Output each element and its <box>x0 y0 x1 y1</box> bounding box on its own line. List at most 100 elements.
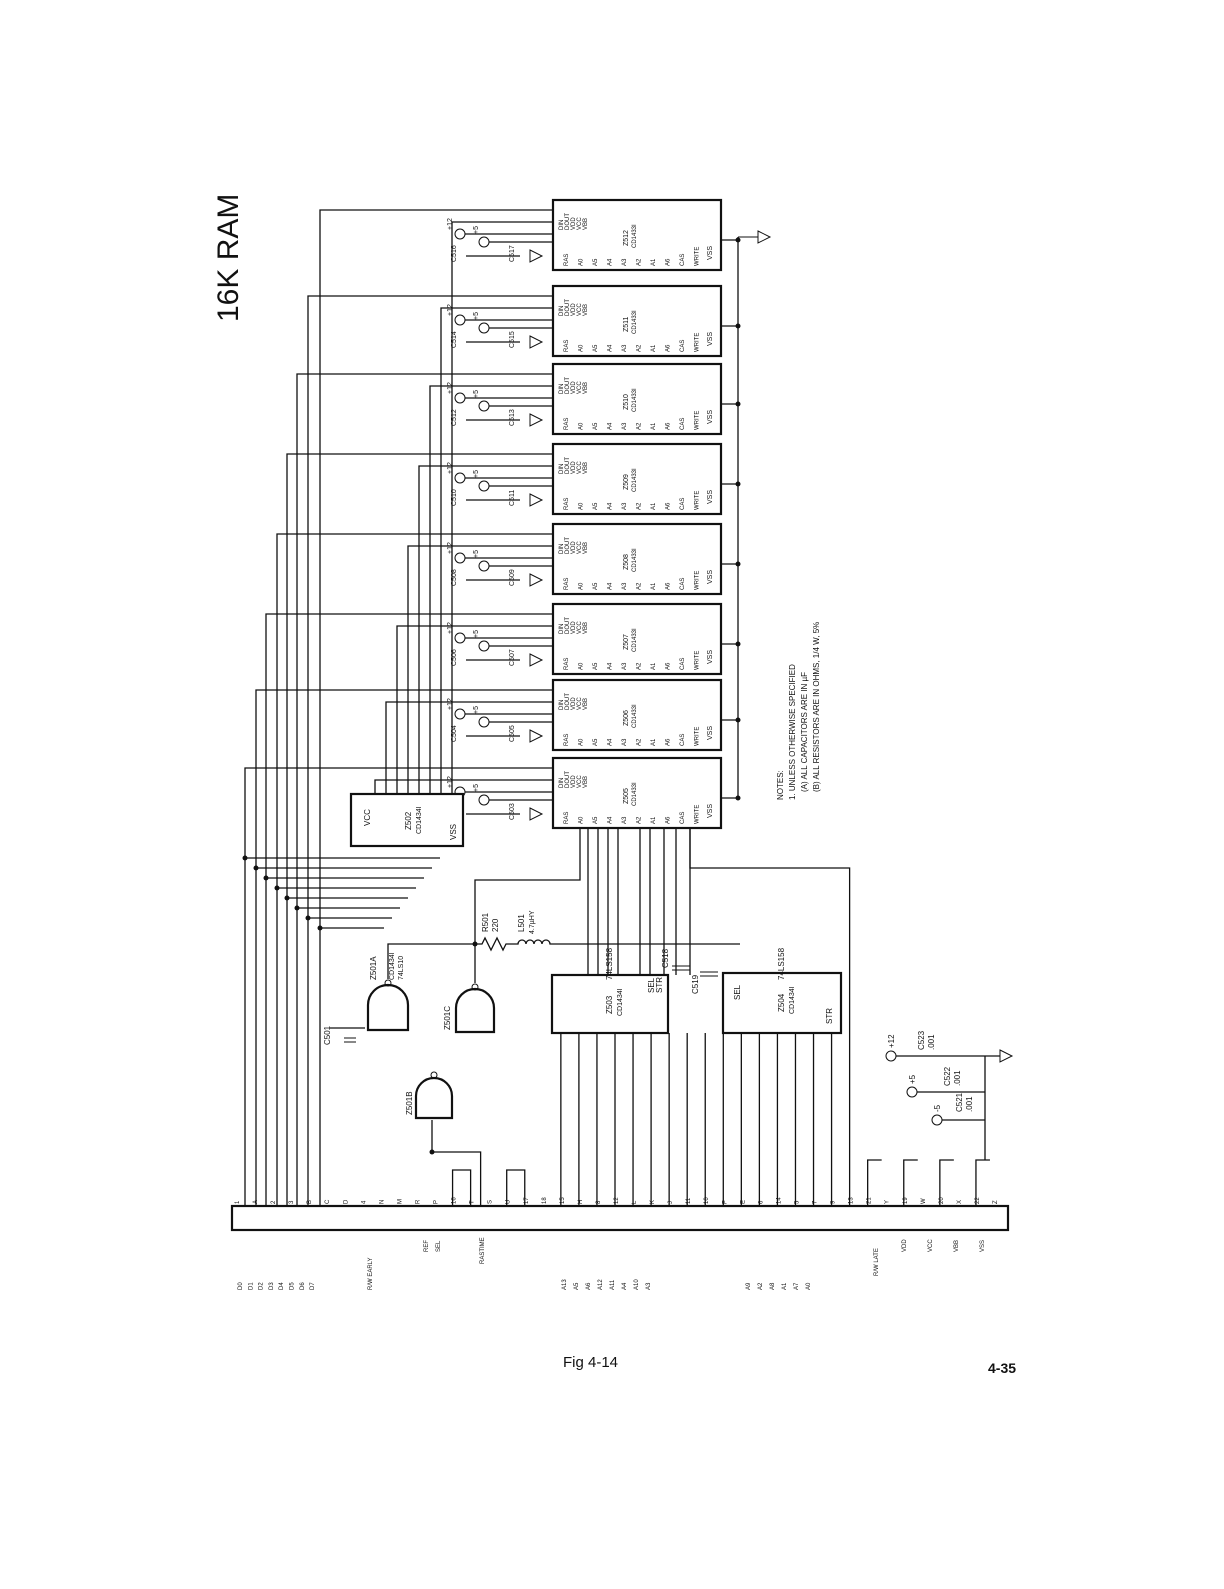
ram-pin-label: A6 <box>666 582 672 590</box>
gate-a-alt: 74LS10 <box>398 956 405 980</box>
gate-c-output-wire <box>474 828 581 983</box>
connector-signal-addr-lo: A2 <box>758 1282 764 1290</box>
ram-pin-label: A5 <box>593 582 599 590</box>
connector-pin-y: Y <box>885 1200 891 1204</box>
dout-wire <box>451 221 553 794</box>
gate-z501c: Z501C <box>443 983 496 1034</box>
ram-pin-label: A2 <box>637 422 643 430</box>
connector-pin-4: 4 <box>361 1200 367 1204</box>
ram-pin-label: DIN <box>559 700 565 710</box>
supply-label: +5 <box>473 630 480 638</box>
power-wire <box>867 1159 882 1206</box>
ram-chip-body <box>551 362 723 436</box>
ram-pin-label: VCC <box>577 541 583 554</box>
connector-pin-22: 22 <box>975 1197 981 1204</box>
junction-dot <box>263 875 269 881</box>
mux1-alt: 74LS158 <box>605 947 614 980</box>
gate-b-input-wire <box>431 1120 482 1206</box>
connector-pin-2: 2 <box>271 1200 277 1204</box>
ram-pin-label: VCC <box>577 621 583 634</box>
junction-dot <box>305 915 311 921</box>
ram-chip-ref: Z506 <box>623 710 630 726</box>
gate-a-part: CD1434I <box>389 952 396 980</box>
connector-pin-d: D <box>343 1199 349 1204</box>
notes-line3: (B) ALL RESISTORS ARE IN OHMS, 1/4 W, 5% <box>812 622 821 792</box>
edge-connector <box>230 1204 1010 1232</box>
ram-pin-label: A2 <box>637 258 643 266</box>
ram-pin-label: A2 <box>637 502 643 510</box>
ram-pin-label: DIN <box>559 306 565 316</box>
ram-chip-ref: Z511 <box>623 316 630 332</box>
dout-wire <box>407 545 553 794</box>
buffer-vcc: VCC <box>363 809 372 826</box>
cap-ref: C507 <box>509 649 516 666</box>
ram-pin-label: A4 <box>608 582 614 590</box>
data-bus-wire <box>244 767 553 1206</box>
ram-pin-label: VDD <box>571 541 577 554</box>
ram-pin-label: CAS <box>680 658 686 670</box>
connector-pin-r: R <box>415 1199 421 1204</box>
connector-signal-power: VDD <box>902 1239 908 1252</box>
power-wire <box>903 1159 918 1206</box>
ram-chip-part: CD1433I <box>632 310 638 334</box>
page-number: 4-35 <box>988 1360 1017 1376</box>
ram-pin-label: VDD <box>571 461 577 474</box>
ram-pin-label: VCC <box>577 775 583 788</box>
ram-pin-label: DIN <box>559 384 565 394</box>
ram-pin-label: RAS <box>564 812 570 824</box>
ram-pin-label: WRITE <box>695 805 701 824</box>
supply-terminal <box>454 632 466 644</box>
mux2-alt: 74LS158 <box>777 947 786 980</box>
ram-pin-label: WRITE <box>695 411 701 430</box>
ram-chip-body <box>551 442 723 516</box>
ram-pin-label: DIN <box>559 624 565 634</box>
supply-label: +5 <box>473 470 480 478</box>
ram-pin-label: WRITE <box>695 651 701 670</box>
data-bus-wire <box>255 689 553 1206</box>
cap-ref: C509 <box>509 569 516 586</box>
connector-pin-9: 9 <box>831 1200 837 1204</box>
connector-signal-addr-hi: A12 <box>598 1279 604 1290</box>
ground-arrow <box>738 230 772 244</box>
rw-late-wire <box>689 828 851 1206</box>
connector-pin-s: S <box>488 1200 494 1204</box>
ram-pin-label: RAS <box>564 578 570 590</box>
ram-pin-label: DOUT <box>565 377 571 394</box>
ram-pin-label: A2 <box>637 582 643 590</box>
connector-pin-8: 8 <box>596 1200 602 1204</box>
dout-wire <box>396 625 553 794</box>
cap-ref: C515 <box>509 331 516 348</box>
supply-label: +12 <box>447 776 454 788</box>
notes-block: NOTES: 1. UNLESS OTHERWISE SPECIFIED (A)… <box>776 622 821 800</box>
ram-chip-ref: Z512 <box>623 230 630 246</box>
connector-pin-p: P <box>434 1200 440 1204</box>
ram-pin-label: A2 <box>637 662 643 670</box>
resistor-r501: R501 220 <box>476 912 512 952</box>
junction-dot <box>253 865 259 871</box>
connector-signal-addr-lo: A7 <box>794 1282 800 1290</box>
junction-dot <box>317 925 323 931</box>
junction-dot <box>242 855 248 861</box>
mux1-sel: SEL <box>647 977 656 993</box>
ram-pin-label: RAS <box>564 734 570 746</box>
connector-signal-data: D4 <box>279 1282 285 1290</box>
ram-chip-part: CD1433I <box>632 782 638 806</box>
supply-label: +12 <box>447 542 454 554</box>
connector-pin-12: 12 <box>614 1197 620 1204</box>
connector-pin-18: 18 <box>542 1197 548 1204</box>
mux1-part: CD1434I <box>617 988 624 1016</box>
notes-heading: NOTES: <box>776 770 785 800</box>
connector-pin-5: 5 <box>794 1200 800 1204</box>
data-bus-wire <box>319 209 553 1206</box>
ground-arrow <box>529 573 544 587</box>
connector-signal-data: D2 <box>259 1282 265 1290</box>
cap-ref: C510 <box>451 489 458 506</box>
supply-label: +12 <box>447 462 454 474</box>
ram-pin-label: VDD <box>571 217 577 230</box>
connector-pin-f: F <box>722 1200 728 1204</box>
c518-ref: C518 <box>661 948 670 968</box>
